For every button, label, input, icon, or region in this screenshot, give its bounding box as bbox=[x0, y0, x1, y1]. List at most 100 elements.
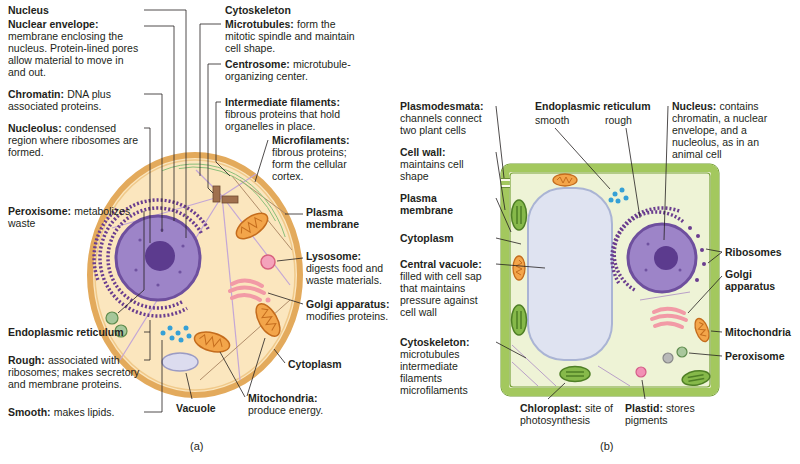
callout-term: Cell wall: bbox=[400, 146, 449, 158]
smooth-er bbox=[161, 326, 192, 343]
callout-label: smooth bbox=[535, 114, 590, 126]
golgi-cisterna bbox=[232, 295, 260, 300]
plasma-membrane bbox=[510, 173, 710, 387]
cristae bbox=[258, 306, 278, 331]
er-vesicle bbox=[184, 326, 189, 331]
chloroplast-body bbox=[512, 305, 527, 335]
callout-term: Centrosome: bbox=[225, 58, 293, 70]
callout-term: Golgi apparatus: bbox=[306, 298, 393, 310]
callout-text: makes lipids. bbox=[54, 406, 115, 418]
callout-text: maintains cell shape bbox=[400, 158, 464, 182]
callout-label: (b) bbox=[600, 440, 640, 452]
centrosome bbox=[213, 186, 238, 203]
mitochondrion bbox=[692, 317, 711, 344]
thylakoids bbox=[688, 375, 704, 382]
vacuole bbox=[162, 353, 198, 371]
callout-label: Peroxisome:metabolizes waste bbox=[8, 205, 140, 229]
leader-line bbox=[274, 349, 285, 363]
leader-line bbox=[144, 94, 162, 232]
chromatin bbox=[134, 268, 137, 271]
mitochondrion bbox=[553, 174, 577, 186]
callout-label: Mitochondria bbox=[725, 326, 797, 338]
chromatin bbox=[181, 244, 184, 247]
lysosome bbox=[261, 255, 275, 269]
leader-line bbox=[496, 198, 511, 232]
centriole bbox=[213, 186, 220, 202]
plasmodesma bbox=[501, 180, 510, 186]
nuclear-envelope bbox=[116, 216, 200, 300]
chromatin bbox=[647, 243, 650, 246]
leader-line bbox=[711, 331, 722, 332]
golgi-cisterna bbox=[232, 280, 262, 286]
er-membrane bbox=[94, 209, 117, 280]
er-vesicle bbox=[187, 334, 192, 339]
cristae bbox=[557, 177, 572, 183]
leader-line bbox=[688, 276, 722, 313]
chromatin bbox=[138, 238, 141, 241]
callout-text: intermediate filaments bbox=[400, 360, 492, 384]
mitochondrion bbox=[513, 256, 525, 280]
chromatin bbox=[645, 269, 648, 272]
callout-term: Rough: bbox=[8, 354, 48, 366]
callout-text: produce energy. bbox=[248, 404, 323, 416]
callout-term: Plasma membrane bbox=[400, 192, 453, 216]
mitochondrion bbox=[192, 329, 231, 356]
leader-line bbox=[285, 214, 303, 215]
callout-text: fibrous proteins that hold organelles in… bbox=[225, 108, 340, 132]
er-vesicle bbox=[609, 198, 614, 203]
chromatin bbox=[679, 269, 682, 272]
er-vesicle bbox=[170, 336, 175, 341]
callout-label: Chloroplast:site of photosynthesis bbox=[520, 402, 615, 426]
plastid bbox=[636, 367, 646, 377]
callout-term: Vacuole bbox=[176, 402, 216, 414]
leader-line bbox=[186, 373, 192, 399]
callout-label: Vacuole bbox=[176, 402, 236, 414]
leader-line bbox=[268, 293, 303, 304]
chloroplast bbox=[681, 369, 711, 388]
callout-term: Nucleolus: bbox=[8, 122, 65, 134]
central-vacuole bbox=[528, 188, 612, 360]
callout-label: Cell wall:maintains cell shape bbox=[400, 146, 492, 182]
mitochondrion-body bbox=[513, 256, 525, 280]
leader-line bbox=[496, 342, 526, 358]
chloroplast-body bbox=[681, 369, 711, 388]
chloroplast-body bbox=[512, 200, 527, 230]
er-membrane bbox=[100, 200, 208, 316]
plant-golgi bbox=[652, 309, 686, 327]
callout-label: Nucleolus:condensed region where ribosom… bbox=[8, 122, 140, 158]
cell-wall-outline bbox=[501, 164, 719, 396]
filament bbox=[232, 176, 292, 250]
mitochondrion-body bbox=[553, 174, 577, 186]
chromatin bbox=[178, 270, 181, 273]
nucleus bbox=[116, 216, 200, 300]
leader-line bbox=[144, 340, 162, 412]
callout-term: Microfilaments: bbox=[272, 134, 353, 146]
callout-term: Nuclear envelope: bbox=[8, 18, 102, 30]
callout-text: digests food and waste materials. bbox=[306, 262, 383, 286]
callout-term: Plasmodesmata: bbox=[400, 100, 487, 112]
callout-text: microfilaments bbox=[400, 384, 492, 396]
er-vesicle bbox=[161, 331, 166, 336]
ribosome bbox=[700, 248, 704, 252]
callout-text: smooth bbox=[535, 114, 569, 126]
callout-term: Chloroplast: bbox=[520, 402, 585, 414]
callout-label: Mitochondria:produce energy. bbox=[248, 392, 348, 416]
animal-cell bbox=[90, 155, 300, 395]
callout-label: Ribosomes bbox=[725, 246, 795, 258]
callout-label: Cytoskeleton:microtubulesintermediate fi… bbox=[400, 336, 492, 396]
leader-line bbox=[200, 24, 221, 176]
leader-line bbox=[144, 332, 150, 333]
callout-label: Rough:associated with ribosomes; makes s… bbox=[8, 354, 140, 390]
callout-label: Centrosome:microtubule-organizing center… bbox=[225, 58, 355, 82]
callout-term: Intermediate filaments: bbox=[225, 96, 343, 108]
mitochondrion-body bbox=[232, 208, 272, 243]
callout-term: Microtubules: bbox=[225, 18, 297, 30]
callout-text: fibrous proteins; form the cellular cort… bbox=[272, 146, 347, 182]
peroxisome bbox=[663, 353, 673, 363]
leader-line bbox=[496, 264, 545, 268]
ribosome bbox=[702, 262, 706, 266]
leader-line bbox=[118, 211, 144, 313]
er-membrane bbox=[108, 208, 201, 308]
er-vesicle bbox=[616, 199, 621, 204]
leader-lines bbox=[118, 10, 722, 412]
